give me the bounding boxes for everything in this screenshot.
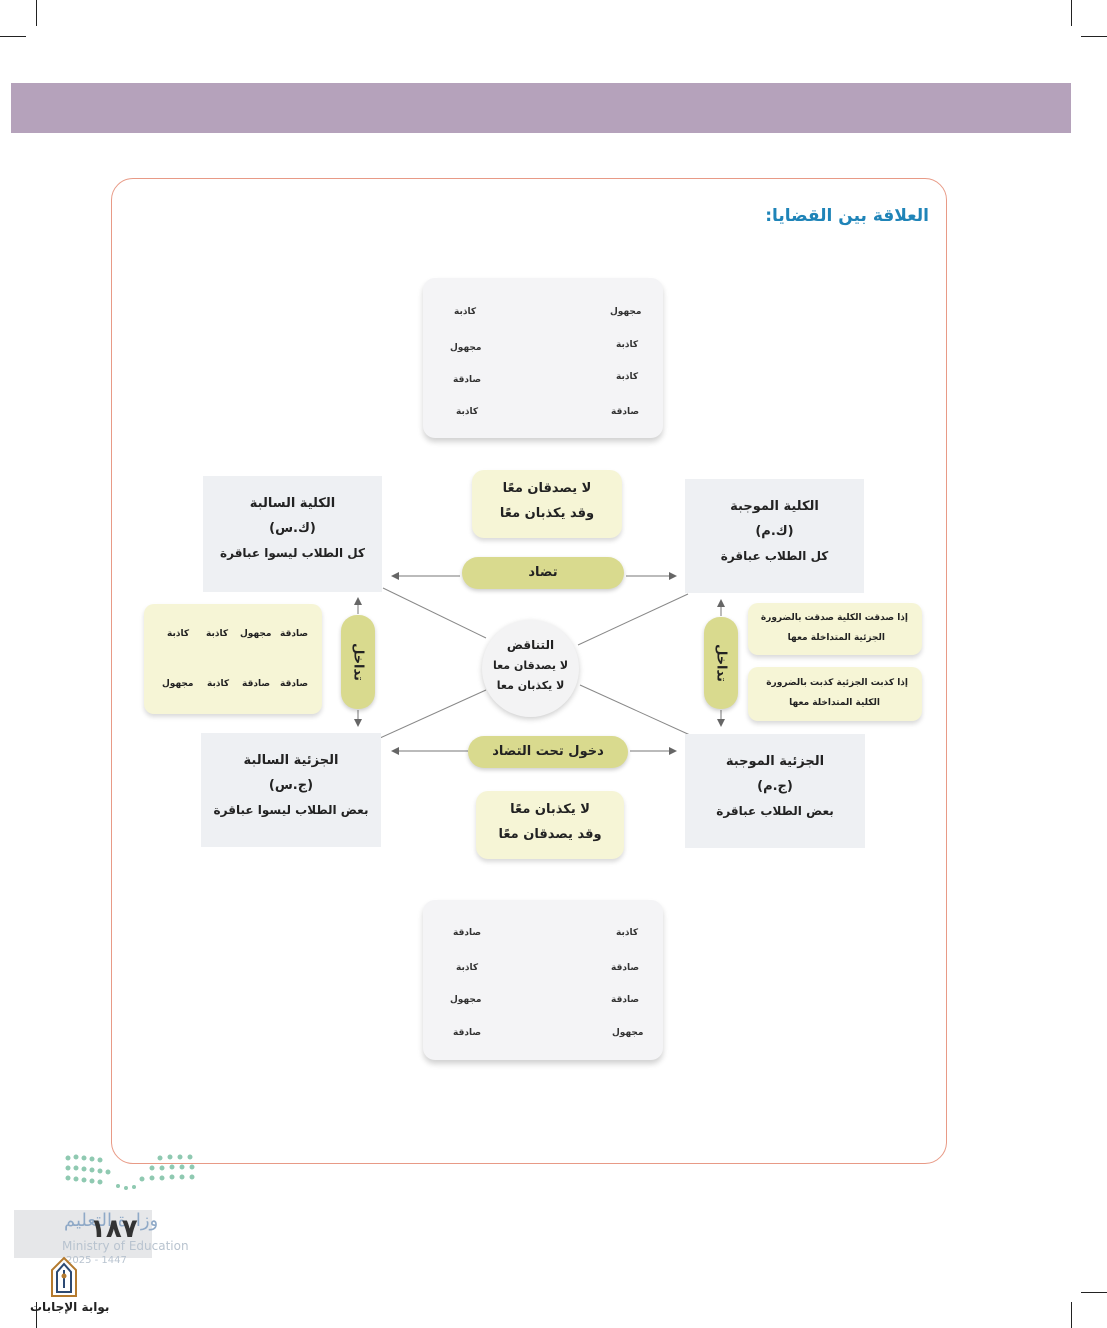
subalternation-left-pill: تداخل [341, 615, 375, 709]
subalternation-value: كاذبة [207, 679, 230, 689]
subcontrary-note: لا يكذبان معًا وقد يصدقان معًا [476, 791, 624, 859]
subalternation-label: تداخل [713, 644, 729, 682]
subalternation-value: كاذبة [206, 629, 229, 639]
subalternation-rule-1 [748, 603, 922, 655]
truth-cell: كاذبة [616, 340, 639, 350]
prop-symbol: (ج.س) [268, 778, 314, 793]
content-frame [111, 178, 947, 1164]
truth-table-top [423, 278, 663, 438]
truth-table-bottom [423, 900, 663, 1060]
prop-name: الكلية الموجبة [730, 499, 819, 514]
universal-negative-box: الكلية السالبة (ك.س) كل الطلاب ليسوا عبا… [203, 476, 382, 592]
truth-cell: مجهول [450, 995, 482, 1005]
subalternation-table [144, 604, 322, 714]
subalternation-right-pill: تداخل [704, 617, 738, 709]
subalternation-value: كاذبة [167, 629, 190, 639]
ministry-name-ar: وزارة التعليم [64, 1210, 159, 1231]
truth-cell: صادقة [453, 375, 482, 385]
portal-logo [44, 1256, 84, 1300]
crop-mark [0, 36, 26, 37]
contrary-pill: تضاد [462, 557, 624, 589]
particular-negative-box: الجزئية السالبة (ج.س) بعض الطلاب ليسوا ع… [201, 733, 381, 847]
page-number: ١٨٧ [90, 1214, 138, 1244]
subalternation-value: مجهول [240, 629, 272, 639]
subcontrary-note-line: وقد يصدقان معًا [498, 827, 602, 842]
truth-cell: كاذبة [456, 963, 479, 973]
subalternation-rule-2 [748, 667, 922, 721]
prop-name: الجزئية السالبة [243, 753, 339, 768]
contradiction-title: التناقض [506, 638, 555, 652]
truth-cell: صادقة [453, 928, 482, 938]
truth-cell: مجهول [450, 343, 482, 353]
rule-text: الجزئية المتداخلة معها [787, 633, 885, 643]
prop-name: الكلية السالبة [249, 496, 336, 511]
truth-cell: كاذبة [454, 307, 477, 317]
crop-mark [1071, 0, 1072, 26]
ministry-year: 2025 - 1447 [66, 1255, 127, 1266]
truth-cell: مجهول [612, 1028, 644, 1038]
truth-cell: كاذبة [616, 372, 639, 382]
crop-mark [36, 0, 37, 26]
truth-cell: كاذبة [616, 928, 639, 938]
contradiction-circle: التناقض لا يصدقان معا لا يكذبان معا [482, 620, 579, 717]
pen-nib-icon [51, 1256, 77, 1297]
subalternation-label: تداخل [350, 643, 366, 681]
dots-pattern-icon [65, 1154, 195, 1190]
subalternation-value: مجهول [162, 679, 194, 689]
rule-text: إذا صدقت الكلية صدقت بالضرورة [760, 613, 908, 623]
prop-symbol: (ك.م) [755, 524, 794, 539]
prop-example: بعض الطلاب ليسوا عباقرة [213, 803, 369, 817]
truth-cell: صادقة [611, 963, 640, 973]
contrary-note-line: وقد يكذبان معًا [499, 506, 595, 521]
prop-example: كل الطلاب ليسوا عباقرة [220, 546, 365, 560]
rule-text: الكلية المتداخلة معها [789, 698, 880, 708]
prop-symbol: (ك.س) [269, 521, 316, 536]
prop-symbol: (ج.م) [757, 779, 793, 794]
subcontrary-pill: دخول تحت التضاد [468, 736, 628, 768]
particular-affirmative-box: الجزئية الموجبة (ج.م) بعض الطلاب عباقرة [685, 734, 865, 848]
header-band [11, 83, 1071, 133]
ministry-name-en: Ministry of Education [62, 1239, 189, 1253]
prop-example: كل الطلاب عباقرة [720, 549, 829, 563]
contradiction-line: لا يصدقان معا [492, 659, 569, 672]
contrary-note-line: لا يصدقان معًا [502, 481, 592, 496]
prop-example: بعض الطلاب عباقرة [716, 804, 834, 818]
subalternation-value: صادقة [280, 679, 309, 689]
truth-cell: كاذبة [456, 407, 479, 417]
subalternation-value: صادقة [280, 629, 309, 639]
crop-mark [1081, 36, 1107, 37]
crop-mark [36, 1302, 37, 1328]
crop-mark [1081, 1292, 1107, 1293]
truth-cell: صادقة [453, 1028, 482, 1038]
universal-affirmative-box: الكلية الموجبة (ك.م) كل الطلاب عباقرة [685, 479, 864, 593]
contradiction-line: لا يكذبان معا [496, 679, 565, 692]
portal-name: بوابة الإجابات [30, 1300, 110, 1314]
truth-cell: صادقة [611, 407, 640, 417]
truth-cell: مجهول [610, 307, 642, 317]
subcontrary-note-line: لا يكذبان معًا [510, 802, 590, 817]
ministry-logo [62, 1150, 202, 1196]
page-title: العلاقة بين القضايا: [765, 206, 929, 226]
page-number-tab [14, 1210, 152, 1258]
crop-mark [1071, 1302, 1072, 1328]
rule-text: إذا كذبت الجزئية كذبت بالضرورة [766, 678, 908, 688]
truth-cell: صادقة [611, 995, 640, 1005]
subalternation-value: صادقة [242, 679, 271, 689]
prop-name: الجزئية الموجبة [725, 754, 825, 769]
contrary-note: لا يصدقان معًا وقد يكذبان معًا [472, 470, 622, 538]
